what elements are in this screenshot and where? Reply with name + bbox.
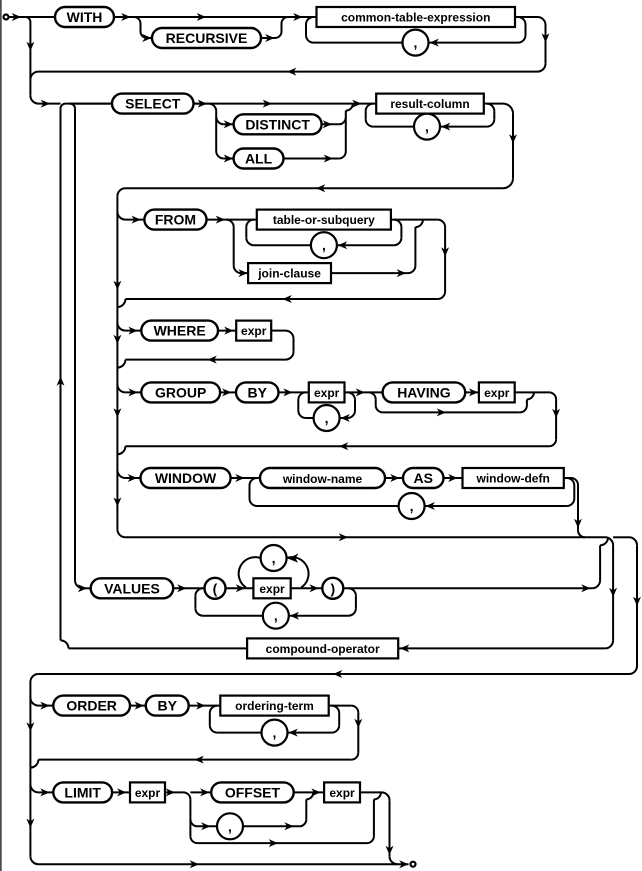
- svg-text:ALL: ALL: [245, 151, 273, 167]
- svg-text:): ): [330, 580, 335, 596]
- svg-text:common-table-expression: common-table-expression: [341, 11, 490, 25]
- svg-text:OFFSET: OFFSET: [225, 784, 281, 800]
- svg-text:,: ,: [410, 498, 414, 514]
- svg-text:WITH: WITH: [67, 9, 103, 25]
- svg-text:,: ,: [322, 237, 326, 253]
- svg-text:GROUP: GROUP: [155, 384, 206, 400]
- svg-text:BY: BY: [158, 698, 178, 714]
- svg-text:expr: expr: [314, 386, 340, 400]
- svg-text:,: ,: [274, 608, 278, 624]
- svg-text:LIMIT: LIMIT: [64, 784, 101, 800]
- svg-text:expr: expr: [135, 786, 161, 800]
- svg-text:table-or-subquery: table-or-subquery: [273, 213, 375, 227]
- svg-text:VALUES: VALUES: [104, 580, 160, 596]
- svg-text:join-clause: join-clause: [257, 267, 321, 281]
- svg-text:ORDER: ORDER: [66, 698, 117, 714]
- svg-text:expr: expr: [241, 324, 267, 338]
- svg-text:DISTINCT: DISTINCT: [245, 116, 310, 132]
- svg-text:window-name: window-name: [282, 472, 363, 486]
- svg-text:,: ,: [425, 119, 429, 135]
- svg-text:expr: expr: [259, 582, 285, 596]
- svg-text:,: ,: [325, 410, 329, 426]
- svg-text:window-defn: window-defn: [475, 472, 549, 486]
- svg-text:WHERE: WHERE: [154, 323, 206, 339]
- svg-text:RECURSIVE: RECURSIVE: [166, 30, 248, 46]
- svg-text:AS: AS: [414, 470, 433, 486]
- svg-text:expr: expr: [484, 386, 510, 400]
- svg-text:,: ,: [228, 818, 232, 834]
- svg-text:SELECT: SELECT: [125, 96, 181, 112]
- svg-text:,: ,: [272, 550, 276, 566]
- svg-text:result-column: result-column: [390, 97, 469, 111]
- svg-text:ordering-term: ordering-term: [235, 699, 314, 713]
- svg-text:WINDOW: WINDOW: [155, 470, 217, 486]
- svg-text:(: (: [213, 580, 218, 596]
- svg-text:BY: BY: [248, 384, 268, 400]
- svg-text:FROM: FROM: [155, 212, 196, 228]
- svg-text:compound-operator: compound-operator: [266, 642, 380, 656]
- svg-text:expr: expr: [329, 786, 355, 800]
- svg-text:HAVING: HAVING: [397, 384, 451, 400]
- svg-text:,: ,: [414, 35, 418, 51]
- svg-text:,: ,: [273, 725, 277, 741]
